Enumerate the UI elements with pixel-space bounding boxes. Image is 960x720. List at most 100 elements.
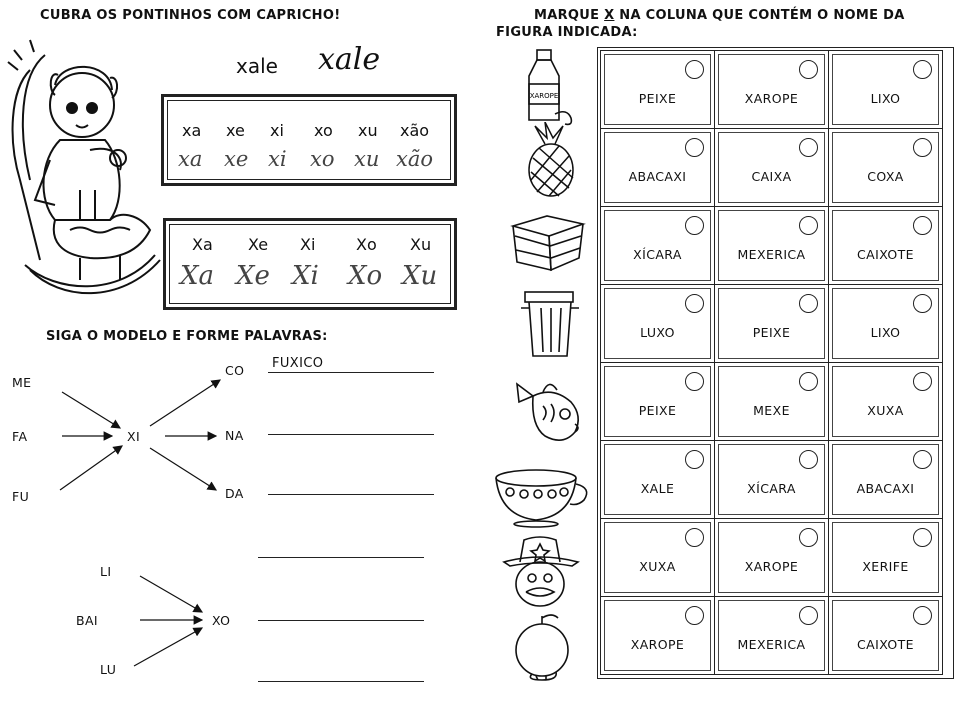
mark-circle[interactable] [685, 60, 704, 79]
mark-circle[interactable] [913, 528, 932, 547]
answer-option-label: XAROPE [744, 91, 799, 106]
mark-circle[interactable] [913, 138, 932, 157]
answer-cell[interactable]: MEXERICA [714, 206, 829, 285]
mark-circle[interactable] [799, 372, 818, 391]
mark-circle[interactable] [799, 450, 818, 469]
mark-circle[interactable] [913, 372, 932, 391]
syllable-cursive: xão [396, 147, 434, 171]
answer-cell[interactable]: XUXA [600, 518, 715, 597]
answer-option-label: COXA [867, 169, 904, 184]
mark-circle[interactable] [799, 138, 818, 157]
mark-circle[interactable] [799, 60, 818, 79]
syllable-left: LU [100, 662, 117, 677]
model-word-cursive: xale [318, 42, 381, 77]
syllable-right: DA [225, 486, 244, 501]
syllable-print: xa [182, 121, 202, 140]
answer-option-label: XAROPE [744, 559, 799, 574]
crate-icon [510, 215, 586, 272]
answer-cell-inner: XAROPE [718, 522, 825, 593]
syllable-print: Xi [300, 235, 316, 254]
answer-line[interactable] [258, 620, 424, 621]
answer-option-label: LUXO [640, 325, 675, 340]
mark-circle[interactable] [913, 60, 932, 79]
answer-cell[interactable]: XAROPE [600, 596, 715, 675]
answer-cell[interactable]: XÍCARA [600, 206, 715, 285]
mark-circle[interactable] [685, 216, 704, 235]
answer-cell[interactable]: XUXA [828, 362, 943, 441]
answer-cell[interactable]: LUXO [600, 284, 715, 363]
tangerine-icon [515, 614, 569, 681]
answer-cell-inner: LUXO [604, 288, 711, 359]
answer-cell[interactable]: CAIXOTE [828, 596, 943, 675]
answer-cell[interactable]: XALE [600, 440, 715, 519]
answer-option-label: ABACAXI [856, 481, 915, 496]
syllable-right: NA [225, 428, 244, 443]
answer-cell-inner: MEXE [718, 366, 825, 437]
mark-circle[interactable] [799, 606, 818, 625]
syllable-cursive: xa [178, 147, 203, 171]
answer-cell[interactable]: PEIXE [600, 50, 715, 129]
answer-line[interactable] [258, 557, 424, 558]
syllable-center: XO [212, 613, 231, 628]
answer-cell-inner: CAIXA [718, 132, 825, 203]
answer-cell[interactable]: CAIXA [714, 128, 829, 207]
syllable-left: FU [12, 489, 30, 504]
mark-circle[interactable] [685, 372, 704, 391]
syllable-cursive: xo [310, 147, 335, 171]
answer-cell[interactable]: ABACAXI [600, 128, 715, 207]
answer-cell[interactable]: XÍCARA [714, 440, 829, 519]
answer-cell[interactable]: XERIFE [828, 518, 943, 597]
answer-line[interactable] [268, 372, 434, 373]
mark-circle[interactable] [685, 138, 704, 157]
answer-cell-inner: XÍCARA [718, 444, 825, 515]
answer-cell[interactable]: COXA [828, 128, 943, 207]
syllable-print: Xe [248, 235, 269, 254]
syllable-cursive: Xa [180, 261, 215, 291]
answer-option-label: MEXERICA [737, 637, 806, 652]
mark-circle[interactable] [799, 294, 818, 313]
mark-circle[interactable] [685, 606, 704, 625]
answer-option-label: XÍCARA [633, 247, 682, 262]
mark-circle[interactable] [685, 450, 704, 469]
answer-option-label: ABACAXI [628, 169, 687, 184]
mark-circle[interactable] [799, 216, 818, 235]
mark-circle[interactable] [685, 294, 704, 313]
syllable-print: Xa [192, 235, 213, 254]
answer-cell[interactable]: PEIXE [714, 284, 829, 363]
mark-circle[interactable] [685, 528, 704, 547]
answer-cell-inner: XAROPE [718, 54, 825, 125]
teacup-icon [495, 469, 588, 528]
answer-option-label: LIXO [870, 325, 901, 340]
answer-cell-inner: XUXA [604, 522, 711, 593]
answer-option-label: MEXERICA [737, 247, 806, 262]
answer-cell[interactable]: LIXO [828, 50, 943, 129]
answer-cell[interactable]: XAROPE [714, 50, 829, 129]
answer-cell-inner: ABACAXI [832, 444, 939, 515]
answer-cell-inner: XÍCARA [604, 210, 711, 281]
syllable-cursive: xe [224, 147, 249, 171]
answer-line[interactable] [258, 681, 424, 682]
answer-line[interactable] [268, 434, 434, 435]
answer-cell[interactable]: CAIXOTE [828, 206, 943, 285]
answer-option-label: XERIFE [862, 559, 909, 574]
answer-cell[interactable]: XAROPE [714, 518, 829, 597]
answer-cell[interactable]: MEXE [714, 362, 829, 441]
answer-row: XALE XÍCARA ABACAXI [600, 440, 943, 519]
answer-option-label: XALE [640, 481, 675, 496]
mark-circle[interactable] [913, 294, 932, 313]
answer-line[interactable] [268, 494, 434, 495]
syllable-print: xo [314, 121, 333, 140]
uppercase-syllables-box: Xa Xe Xi Xo Xu Xa Xe Xi Xo Xu [163, 218, 457, 310]
mark-circle[interactable] [913, 606, 932, 625]
answer-cell[interactable]: PEIXE [600, 362, 715, 441]
syllable-cursive: Xo [348, 261, 383, 291]
syllable-print: Xu [410, 235, 432, 254]
syllable-print: Xo [356, 235, 377, 254]
mark-circle[interactable] [913, 450, 932, 469]
answer-cell[interactable]: LIXO [828, 284, 943, 363]
answer-cell[interactable]: MEXERICA [714, 596, 829, 675]
answer-cell[interactable]: ABACAXI [828, 440, 943, 519]
answer-row: XUXA XAROPE XERIFE [600, 518, 943, 597]
mark-circle[interactable] [799, 528, 818, 547]
mark-circle[interactable] [913, 216, 932, 235]
